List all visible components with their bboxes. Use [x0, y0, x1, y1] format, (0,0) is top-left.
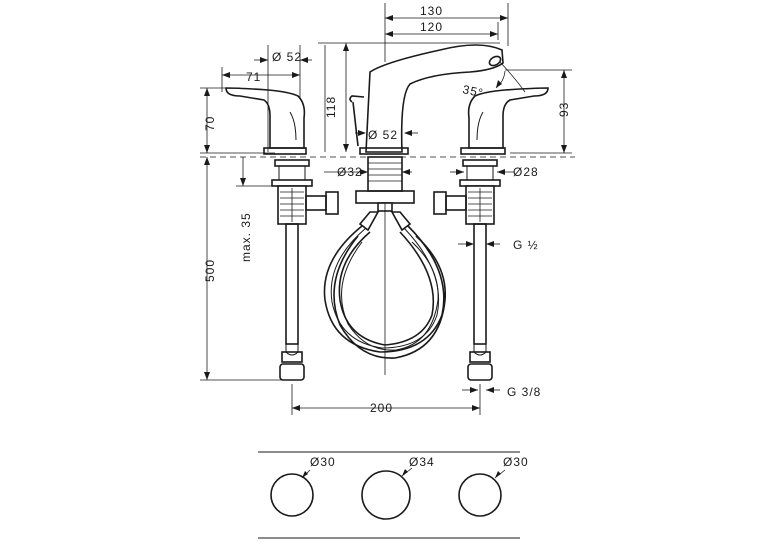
- dim-label-70: 70: [203, 116, 217, 131]
- dim-label-handle-diameter: Ø 52: [272, 50, 302, 64]
- dim-thread-top-pointer: [458, 241, 500, 247]
- dim-label-130: 130: [420, 4, 443, 18]
- dim-label-shank-side-diameter: Ø28: [513, 165, 539, 179]
- dim-max-35: [236, 157, 282, 187]
- dim-500: [200, 157, 285, 381]
- dim-label-angle: 35°: [461, 82, 485, 100]
- hole-left: [270, 473, 314, 517]
- dim-label-71: 71: [246, 70, 261, 84]
- hole-right: [458, 473, 502, 517]
- hose-loop: [323, 225, 447, 359]
- dim-label-thread-top: G ½: [513, 238, 539, 252]
- dim-label-120: 120: [420, 20, 443, 34]
- right-shank: [459, 159, 501, 381]
- left-shank: [271, 159, 313, 381]
- dim-200: [291, 384, 481, 415]
- left-handle: [225, 87, 307, 155]
- dim-angle: [495, 61, 526, 93]
- dim-label-hole-left: Ø30: [310, 455, 336, 469]
- dim-label-thread-bottom: G 3/8: [507, 385, 541, 399]
- dim-130-120: [384, 3, 509, 62]
- mounting-holes: [258, 451, 520, 539]
- dim-thread-bottom-pointer: [462, 387, 500, 393]
- center-shank: [355, 156, 415, 375]
- dim-label-max-depth: max. 35: [239, 212, 253, 262]
- dim-label-118: 118: [324, 96, 338, 118]
- dim-93: [505, 69, 572, 154]
- dim-118: [318, 42, 500, 152]
- dim-shank-pointers: [324, 169, 514, 175]
- spout-body: [349, 44, 504, 155]
- dim-label-hole-center: Ø34: [409, 455, 435, 469]
- dim-left-handle: [221, 45, 326, 152]
- dim-label-spout-base-diameter: Ø 52: [368, 128, 398, 142]
- dim-label-hole-right: Ø30: [503, 455, 529, 469]
- connector-pipes: [305, 191, 467, 215]
- dim-label-500: 500: [203, 259, 217, 282]
- hole-center: [361, 470, 411, 520]
- right-handle: [460, 87, 549, 155]
